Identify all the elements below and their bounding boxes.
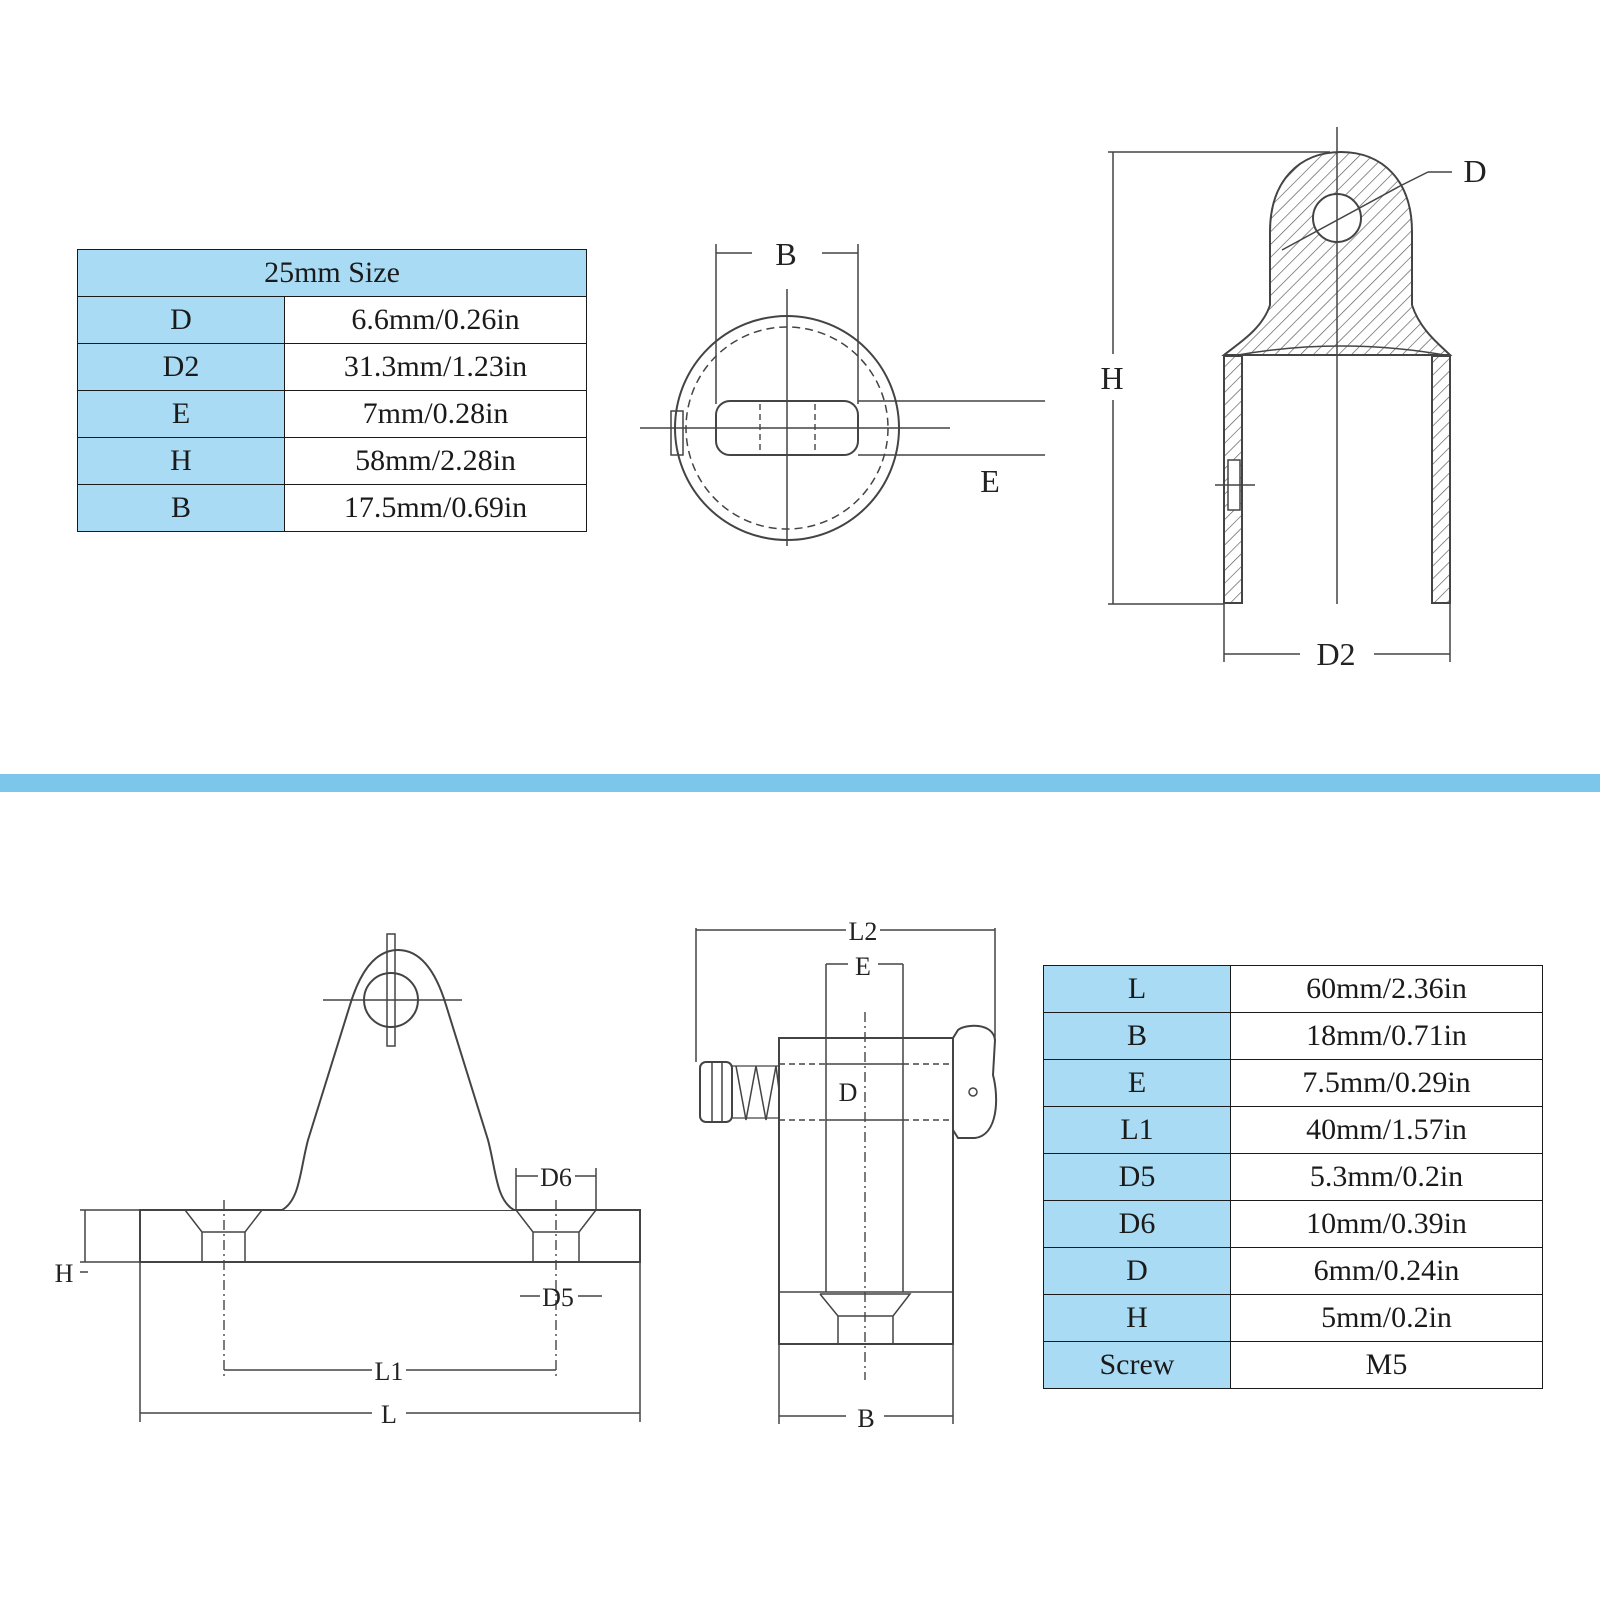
- pin-knob: [699, 1061, 733, 1123]
- dim-label-l: L: [381, 1400, 397, 1429]
- mount-base-plate: [139, 1209, 641, 1263]
- dim-label-d6: D6: [540, 1163, 572, 1192]
- row-label: E: [1043, 1059, 1231, 1107]
- row-label: B: [77, 484, 285, 532]
- dim-label-l2: L2: [849, 917, 878, 946]
- cap-top-view: [640, 244, 1045, 546]
- row-label: L1: [1043, 1106, 1231, 1154]
- cap-right-wall: [1431, 355, 1451, 604]
- dim-label-h: H: [1100, 360, 1123, 396]
- section-divider: [0, 774, 1600, 792]
- row-label: D2: [77, 343, 285, 391]
- row-value: M5: [1230, 1341, 1543, 1389]
- pin-ring: [952, 1024, 998, 1139]
- row-value: 17.5mm/0.69in: [284, 484, 587, 532]
- pin-spring: [735, 1065, 780, 1121]
- row-label: L: [1043, 965, 1231, 1013]
- dim-label-d: D: [1463, 153, 1486, 189]
- mount-body: [778, 1037, 954, 1345]
- row-label: Screw: [1043, 1341, 1231, 1389]
- dim-label-d: D: [839, 1078, 858, 1107]
- row-value: 6mm/0.24in: [1230, 1247, 1543, 1295]
- mount-front-view: [80, 933, 641, 1422]
- countersink-left: [184, 1209, 264, 1262]
- mount-ear: [281, 948, 515, 1211]
- row-label: E: [77, 390, 285, 438]
- row-label: H: [77, 437, 285, 485]
- dim-label-d5: D5: [542, 1283, 574, 1312]
- row-value: 31.3mm/1.23in: [284, 343, 587, 391]
- row-value: 60mm/2.36in: [1230, 965, 1543, 1013]
- dim-label-e: E: [980, 463, 1000, 499]
- dim-label-l1: L1: [375, 1357, 404, 1386]
- row-value: 6.6mm/0.26in: [284, 296, 587, 344]
- row-label: D: [77, 296, 285, 344]
- dim-label-b: B: [775, 236, 796, 272]
- cap-side-view: [1108, 127, 1453, 662]
- dim-label-d2: D2: [1316, 636, 1355, 672]
- row-value: 10mm/0.39in: [1230, 1200, 1543, 1248]
- dim-label-e: E: [855, 952, 871, 981]
- dim-label-h: H: [55, 1259, 74, 1288]
- row-label: B: [1043, 1012, 1231, 1060]
- cap-notch: [670, 410, 684, 456]
- table-title: 25mm Size: [77, 249, 587, 297]
- mount-side-view: [695, 928, 998, 1424]
- row-value: 5.3mm/0.2in: [1230, 1153, 1543, 1201]
- dim-label-b: B: [857, 1404, 874, 1433]
- row-label: D: [1043, 1247, 1231, 1295]
- row-value: 58mm/2.28in: [284, 437, 587, 485]
- row-value: 5mm/0.2in: [1230, 1294, 1543, 1342]
- row-label: D5: [1043, 1153, 1231, 1201]
- row-value: 7mm/0.28in: [284, 390, 587, 438]
